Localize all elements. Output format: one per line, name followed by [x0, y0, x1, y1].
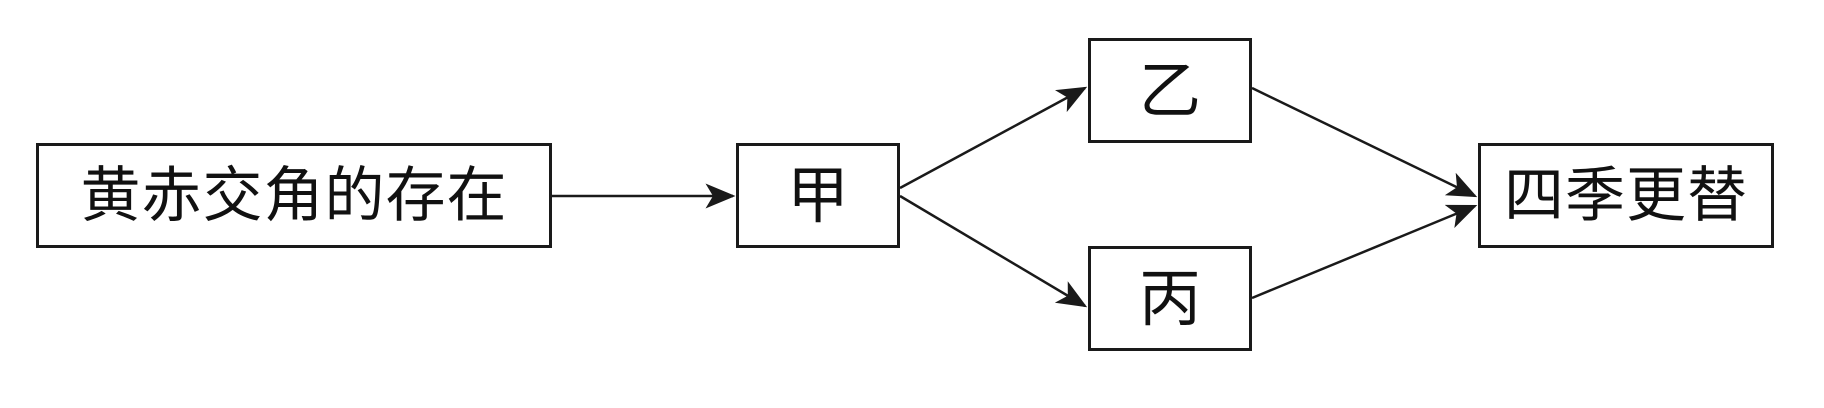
node-bing-label: 丙 [1138, 261, 1201, 335]
node-bing-box: 丙 [1088, 246, 1252, 351]
node-source-label: 黄赤交角的存在 [80, 160, 508, 231]
arrow-bing-to-target [1251, 204, 1478, 300]
node-yi-label: 乙 [1138, 53, 1201, 127]
node-yi-box: 乙 [1088, 38, 1252, 143]
arrow-yi-to-target [1251, 86, 1478, 198]
node-source-box: 黄赤交角的存在 [36, 143, 552, 248]
arrow-jia-to-yi [899, 86, 1088, 190]
node-target-box: 四季更替 [1478, 143, 1774, 248]
node-target-label: 四季更替 [1504, 160, 1748, 231]
arrow-jia-to-bing [899, 194, 1088, 308]
node-jia-label: 甲 [786, 158, 849, 232]
node-jia-box: 甲 [736, 143, 900, 248]
